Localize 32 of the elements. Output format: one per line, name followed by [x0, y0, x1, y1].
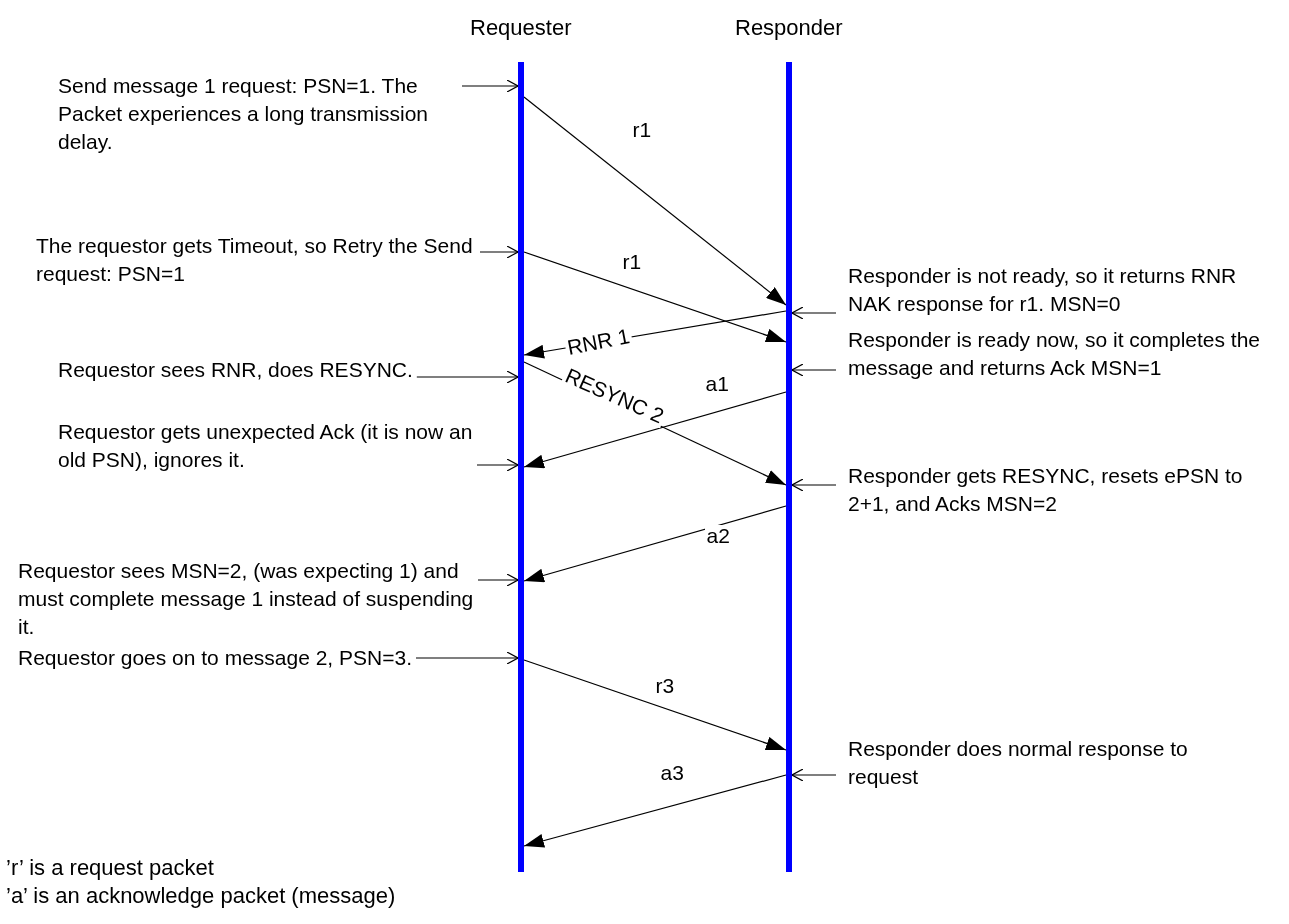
annotation-text: Send message 1 request: PSN=1. The Packet experiences a long transmission delay. — [58, 72, 458, 156]
leader-arrow — [461, 79, 519, 93]
leader-arrow — [476, 458, 519, 472]
annotation-text: Requestor gets unexpected Ack (it is now an old PSN), ignores it. — [58, 418, 473, 474]
lifeline-bar — [518, 62, 524, 872]
footnote-text: ’r’ is a request packet — [6, 855, 214, 881]
message-arrow — [523, 391, 787, 469]
leader-arrow — [479, 245, 519, 259]
annotation-text: The requestor gets Timeout, so Retry the Send request: PSN=1 — [36, 232, 476, 288]
leader-arrow — [791, 478, 837, 492]
message-arrow — [523, 96, 787, 306]
annotation-text: Responder does normal response to request — [848, 735, 1208, 791]
annotation-text: Responder is ready now, so it completes the message and returns Ack MSN=1 — [848, 326, 1284, 382]
message-arrow — [523, 251, 787, 343]
leader-arrow — [791, 363, 837, 377]
annotation-text: Requestor sees RNR, does RESYNC. — [58, 356, 413, 384]
lifeline-title: Responder — [735, 15, 843, 41]
leader-arrow — [416, 370, 519, 384]
annotation-text: Responder is not ready, so it returns RNR NAK response for r1. MSN=0 — [848, 262, 1268, 318]
annotation-text: Requestor sees MSN=2, (was expecting 1) and must complete message 1 instead of suspending it. — [18, 557, 474, 641]
leader-arrow — [791, 306, 837, 320]
annotation-text: Requestor goes on to message 2, PSN=3. — [18, 644, 412, 672]
leader-arrow — [791, 768, 837, 782]
annotation-text: Responder gets RESYNC, resets ePSN to 2+1, and Acks MSN=2 — [848, 462, 1273, 518]
message-arrow — [523, 659, 787, 751]
message-arrow — [523, 505, 787, 583]
footnote-text: ’a’ is an acknowledge packet (message) — [6, 883, 396, 909]
message-arrow — [523, 774, 787, 848]
leader-arrow — [415, 651, 519, 665]
lifeline-bar — [786, 62, 792, 872]
lifeline-title: Requester — [470, 15, 572, 41]
leader-arrow — [477, 573, 519, 587]
